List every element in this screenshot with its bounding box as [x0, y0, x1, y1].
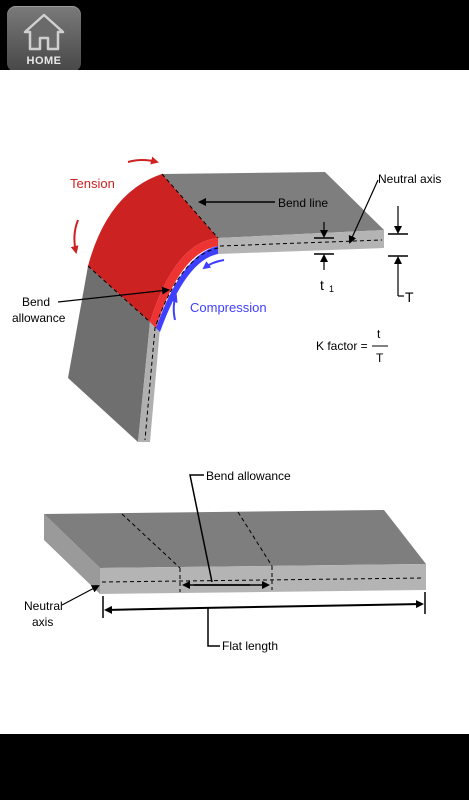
content-area: Tension Bend line Neutral axis Bend allo… [0, 70, 469, 734]
bottom-bar [0, 734, 469, 800]
bend-allowance-label-line2: allowance [12, 311, 66, 325]
compression-arrow-bottom [170, 294, 178, 321]
bend-allowance-flat-label: Bend allowance [206, 469, 291, 483]
tension-bend-region [88, 174, 218, 322]
tension-arrow-top [127, 156, 159, 165]
tension-edge [150, 238, 218, 328]
compression-arrow-top [202, 259, 225, 270]
small-t-subscript: 1 [329, 284, 334, 294]
neutral-axis-flat-line1: Neutral [24, 599, 63, 613]
compression-band [156, 246, 218, 332]
neutral-axis-label-top: Neutral axis [378, 172, 441, 186]
big-T-label: T [405, 289, 414, 305]
k-factor-denominator: T [376, 351, 384, 365]
bent-plate-flange-edge [218, 230, 384, 254]
compression-label: Compression [190, 300, 267, 315]
flat-plate-top [44, 510, 426, 568]
k-factor-label: K factor = [316, 339, 368, 353]
flat-plate-front [100, 564, 426, 594]
bend-line-label: Bend line [278, 196, 328, 210]
bend-allowance-label-line1: Bend [22, 295, 50, 309]
house-icon [23, 13, 65, 51]
tension-label: Tension [70, 176, 115, 191]
flat-length-label: Flat length [222, 639, 278, 653]
top-bar: HOME [0, 0, 469, 72]
flat-plate-side [44, 514, 100, 594]
bent-plate-leg-edge [138, 322, 160, 442]
home-label: HOME [26, 55, 62, 67]
home-button[interactable]: HOME [7, 6, 81, 72]
neutral-axis-flat-line2: axis [32, 615, 53, 629]
k-factor-numerator: t [377, 327, 381, 341]
neutral-axis-dashed-bent [144, 247, 219, 441]
bend-diagram: Tension Bend line Neutral axis Bend allo… [12, 156, 441, 653]
small-t-label: t [320, 277, 324, 293]
bend-line-dashed [161, 173, 219, 239]
bent-plate-flange [162, 172, 384, 238]
bent-plate-leg [68, 266, 150, 442]
tension-arrow-left [70, 219, 79, 254]
